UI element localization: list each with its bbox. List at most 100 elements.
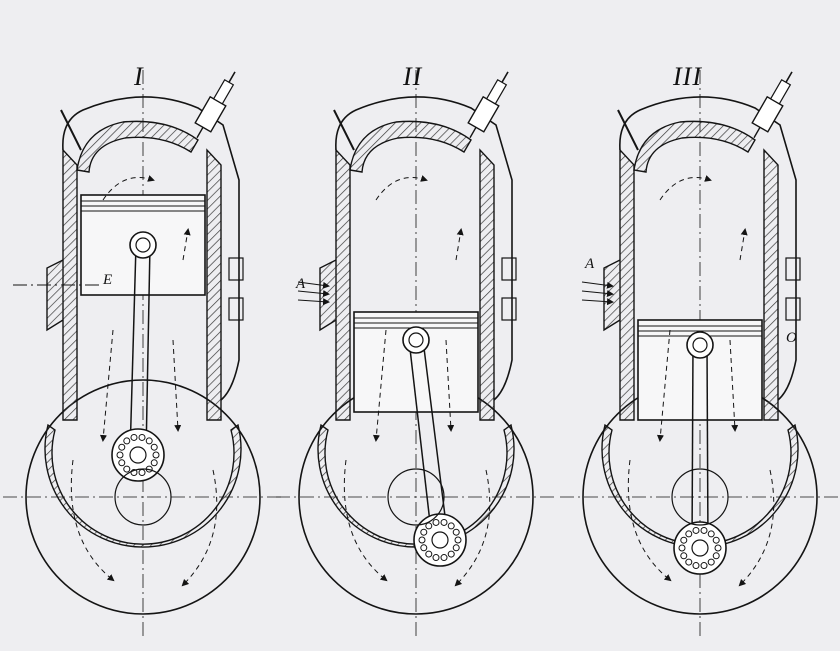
flow-arrow <box>99 329 114 442</box>
engine-section-1 <box>3 70 283 640</box>
bearing-roller <box>123 437 131 445</box>
bearing-roller <box>692 526 700 534</box>
engine-section-3 <box>560 70 840 640</box>
bearing-roller <box>680 552 688 560</box>
flow-arrow <box>102 175 155 201</box>
cylinder-wall-right <box>206 148 222 421</box>
flow-arrow <box>375 175 428 201</box>
bearing-roller <box>712 536 720 544</box>
bearing-roller <box>452 528 460 536</box>
panel-2-numeral: II <box>403 62 423 91</box>
bearing-roller <box>700 562 708 570</box>
bearing-roller <box>152 451 160 459</box>
cylinder-wall-left <box>619 148 635 421</box>
panel-3-transfer-label: O <box>786 330 797 346</box>
flow-arrow <box>372 329 387 442</box>
bearing-roller <box>138 433 146 441</box>
intake-arrow <box>297 298 330 306</box>
bearing-roller <box>118 443 126 451</box>
spark-plug-electrode <box>753 126 761 139</box>
spark-plug-insulator <box>485 78 508 105</box>
panel-3-numeral: III <box>673 62 702 91</box>
bearing-roller <box>452 544 460 552</box>
spark-plug-electrode <box>196 126 204 139</box>
bearing-roller <box>150 459 158 467</box>
bearing-roller <box>692 562 700 570</box>
cylinder-jacket <box>335 96 513 401</box>
big-end-bearing <box>673 521 727 575</box>
bearing-roller <box>707 530 715 538</box>
intake-arrow <box>297 281 330 289</box>
flow-arrow <box>739 228 748 261</box>
cylinder-wall-left <box>335 148 351 421</box>
connecting-rod-edge <box>422 339 449 541</box>
piston-pin <box>686 331 714 359</box>
connecting-rod-edge <box>408 339 433 541</box>
intake-port-housing <box>319 259 337 332</box>
cylinder-head <box>349 120 472 173</box>
bearing-roller <box>447 550 455 558</box>
spark-plug-terminal <box>228 71 236 83</box>
bearing-roller <box>440 554 448 562</box>
flow-arrow <box>659 175 712 201</box>
bearing-roller <box>680 536 688 544</box>
bearing-roller <box>420 528 428 536</box>
crank-pin <box>129 446 147 464</box>
bearing-roller <box>130 433 138 441</box>
flow-arrow <box>172 339 182 432</box>
cylinder-wall-right <box>479 148 495 421</box>
bearing-roller <box>432 518 440 526</box>
spark-plug-electrode <box>469 126 477 139</box>
bearing-roller <box>447 522 455 530</box>
bearing-roller <box>685 558 693 566</box>
decompression-valve <box>60 109 82 151</box>
bearing-roller <box>418 536 426 544</box>
bearing-roller <box>123 465 131 473</box>
engine-section-2 <box>276 70 556 640</box>
piston-pin-bore <box>135 237 151 253</box>
flow-arrow <box>729 339 739 432</box>
big-end-bearing <box>413 513 467 567</box>
cylinder-head <box>633 120 756 173</box>
bearing-roller <box>130 469 138 477</box>
bearing-roller <box>440 518 448 526</box>
panel-1-port-label: E <box>103 272 113 288</box>
decompression-valve <box>617 109 639 151</box>
spark-plug-insulator <box>769 78 792 105</box>
flywheel-outline <box>25 379 261 615</box>
connecting-rod-edge <box>706 344 709 549</box>
bearing-roller <box>118 459 126 467</box>
piston-pin <box>402 326 430 354</box>
crank-pin <box>691 539 709 557</box>
cylinder-jacket <box>619 96 797 401</box>
bearing-roller <box>145 437 153 445</box>
intake-arrow <box>581 281 614 289</box>
intake-port-housing <box>603 259 621 332</box>
intake-arrow <box>297 290 330 297</box>
panel-3-port-label: A <box>585 256 595 272</box>
cylinder-head <box>76 120 199 173</box>
bearing-roller <box>116 451 124 459</box>
crankcase-wall <box>317 423 515 548</box>
bolt <box>501 257 517 281</box>
spark-plug <box>467 71 509 139</box>
bearing-roller <box>714 544 722 552</box>
crankshaft-main <box>387 468 445 526</box>
piston-pin-bore <box>692 337 708 353</box>
piston-pin-bore <box>408 332 424 348</box>
connecting-rod-edge <box>691 344 694 549</box>
bearing-roller <box>420 544 428 552</box>
bolt <box>501 297 517 321</box>
connecting-rod-edge <box>145 244 151 456</box>
crankcase-wall <box>44 423 242 548</box>
bearing-roller <box>150 443 158 451</box>
crankshaft-main <box>114 468 172 526</box>
connecting-rod-edge <box>129 244 137 456</box>
bearing-roller <box>678 544 686 552</box>
panel-1-numeral: I <box>134 62 144 91</box>
big-end-bearing <box>111 428 165 482</box>
spark-plug <box>194 71 236 139</box>
bearing-roller <box>425 522 433 530</box>
